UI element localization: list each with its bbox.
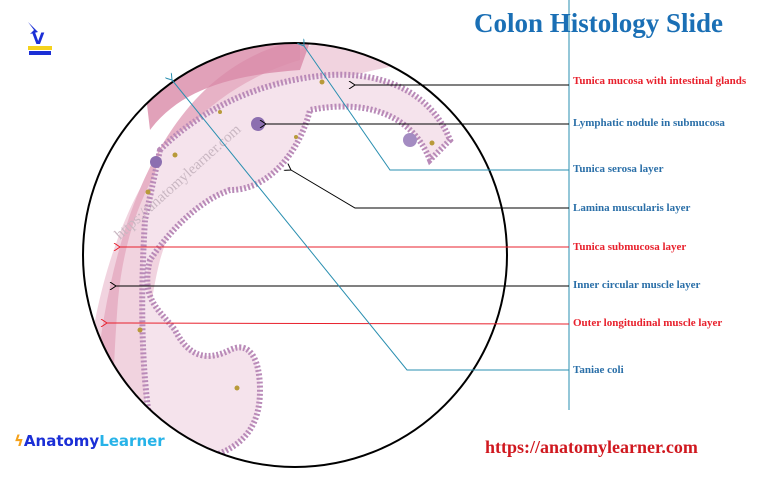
svg-text:V: V	[32, 29, 45, 48]
label-outer-longitudinal-muscle: Outer longitudinal muscle layer	[573, 317, 723, 329]
leader-lines	[107, 46, 570, 371]
page-title: Colon Histology Slide	[474, 8, 724, 38]
label-tunica-mucosa: Tunica mucosa with intestinal glands	[573, 75, 747, 87]
anatomy-learner-logo: ϟAnatomyLearner	[14, 432, 165, 450]
label-taniae-coli: Taniae coli	[573, 364, 624, 376]
label-tunica-submucosa: Tunica submucosa layer	[573, 241, 687, 253]
website-url[interactable]: https://anatomylearner.com	[485, 437, 698, 457]
runner-icon: ϟ	[14, 432, 24, 450]
label-tunica-serosa: Tunica serosa layer	[573, 163, 664, 175]
label-lymphatic-nodule: Lymphatic nodule in submucosa	[573, 117, 725, 129]
label-lamina-muscularis: Lamina muscularis layer	[573, 202, 691, 214]
tissue-section: https://anatomylearner.com	[83, 43, 480, 467]
anatomy-learner-logo-small: V	[24, 20, 54, 58]
microscope-field-circle	[82, 42, 508, 468]
label-inner-circular-muscle: Inner circular muscle layer	[573, 279, 701, 291]
